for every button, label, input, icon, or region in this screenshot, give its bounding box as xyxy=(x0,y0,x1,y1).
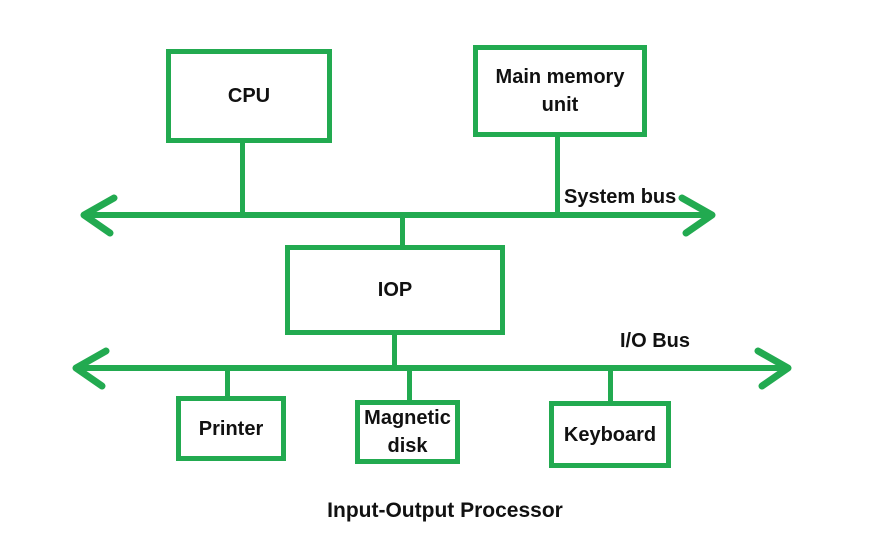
node-magnetic-disk: Magnetic disk xyxy=(355,400,460,464)
diagram-caption: Input-Output Processor xyxy=(327,499,563,522)
node-iop: IOP xyxy=(285,245,505,335)
node-printer: Printer xyxy=(176,396,286,461)
node-keyboard-label: Keyboard xyxy=(563,423,657,446)
node-iop-label: IOP xyxy=(377,279,413,301)
connector-io-bus-printer xyxy=(225,368,230,396)
connector-io-bus-keyboard xyxy=(608,368,613,401)
node-magnetic-disk-label: Magnetic disk xyxy=(364,407,451,457)
io-bus-line xyxy=(72,347,792,390)
system-bus-arrow-right-icon xyxy=(678,194,716,237)
node-main-memory-unit: Main memory unit xyxy=(473,45,647,137)
connector-system-bus-iop xyxy=(400,215,405,245)
system-bus-label: System bus xyxy=(564,186,677,208)
connector-cpu-system-bus xyxy=(240,143,245,215)
connector-iop-io-bus xyxy=(392,335,397,368)
node-cpu: CPU xyxy=(166,49,332,143)
io-bus-label: I/O Bus xyxy=(620,330,691,352)
connector-io-bus-magnetic-disk xyxy=(407,368,412,400)
node-keyboard: Keyboard xyxy=(549,401,671,468)
node-main-memory-unit-label: Main memory unit xyxy=(495,66,625,116)
node-cpu-label: CPU xyxy=(227,85,271,107)
system-bus-arrow-left-icon xyxy=(80,194,118,237)
node-printer-label: Printer xyxy=(198,417,264,440)
io-bus-arrow-left-icon xyxy=(72,347,110,390)
io-bus-arrow-right-icon xyxy=(754,347,792,390)
connector-main-memory-system-bus xyxy=(555,137,560,215)
system-bus-line xyxy=(80,194,716,237)
